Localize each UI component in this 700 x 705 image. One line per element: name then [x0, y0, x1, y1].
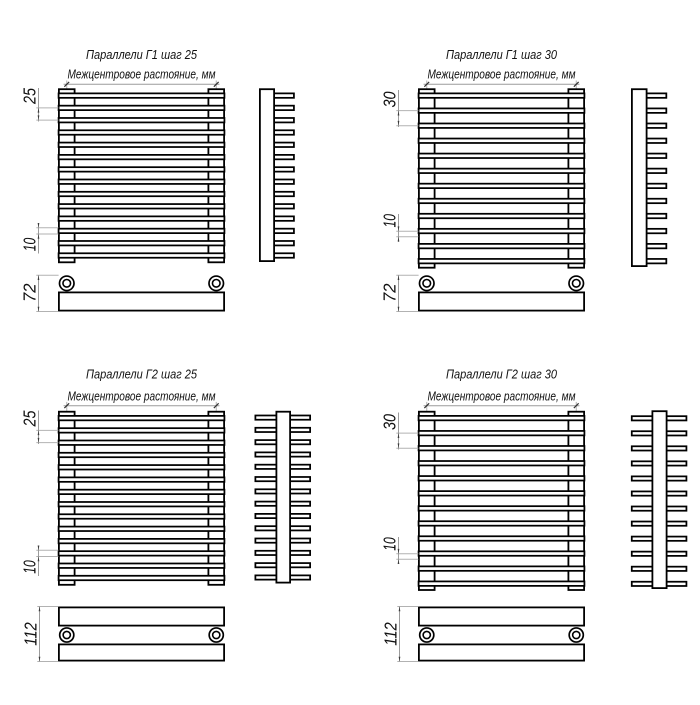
svg-text:Параллели Г2 шаг 30: Параллели Г2 шаг 30 [446, 367, 558, 382]
svg-text:30: 30 [379, 91, 399, 107]
svg-text:30: 30 [379, 414, 399, 430]
svg-text:Межцентровое растояние, мм: Межцентровое растояние, мм [68, 67, 216, 81]
svg-text:Межцентровое растояние, мм: Межцентровое растояние, мм [68, 389, 216, 403]
svg-text:Межцентровое растояние, мм: Межцентровое растояние, мм [428, 389, 576, 403]
svg-text:10: 10 [19, 560, 39, 574]
svg-text:72: 72 [19, 283, 39, 302]
svg-text:72: 72 [379, 283, 399, 302]
svg-text:Параллели Г1 шаг 25: Параллели Г1 шаг 25 [86, 47, 198, 62]
svg-text:Параллели Г1 шаг 30: Параллели Г1 шаг 30 [446, 47, 558, 62]
svg-text:Межцентровое растояние, мм: Межцентровое растояние, мм [428, 67, 576, 81]
svg-text:25: 25 [19, 410, 39, 427]
svg-text:10: 10 [379, 537, 399, 551]
svg-text:112: 112 [20, 622, 40, 646]
svg-text:25: 25 [19, 88, 39, 105]
svg-text:10: 10 [379, 214, 399, 228]
svg-text:10: 10 [19, 237, 39, 251]
svg-text:112: 112 [380, 622, 400, 646]
svg-text:Параллели Г2 шаг 25: Параллели Г2 шаг 25 [86, 367, 198, 382]
